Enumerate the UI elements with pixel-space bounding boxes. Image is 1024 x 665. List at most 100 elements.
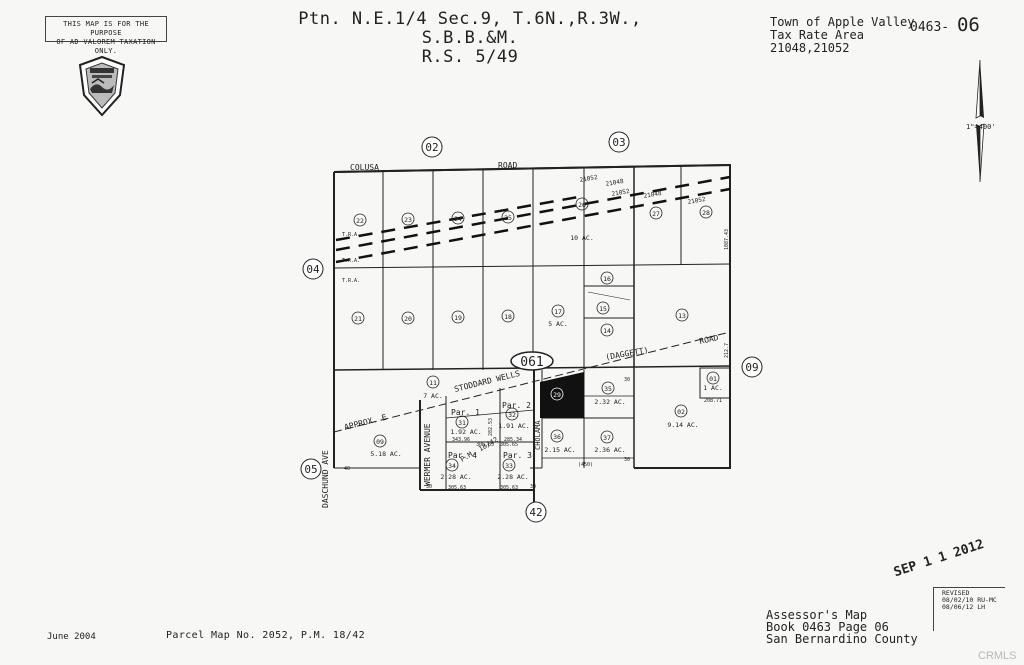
town-name: Town of Apple Valley [770, 15, 915, 29]
adjacent-maps [300, 131, 763, 523]
acreage-09: 5.18 AC. [370, 450, 401, 458]
dimension: 212.7 [724, 343, 730, 358]
parcel-28: 28 [702, 209, 710, 217]
parcel-25: 25 [504, 214, 512, 222]
dimension: 30 [530, 484, 536, 490]
acreage-33: 2.28 AC. [497, 473, 528, 481]
parcel-09: 09 [376, 438, 384, 446]
parcel-19: 19 [454, 314, 462, 322]
title-line-1: Ptn. N.E.1/4 Sec.9, T.6N.,R.3W., S.B.B.&… [298, 9, 642, 48]
dimension: 305.63 [448, 485, 466, 491]
parcel-29: 29 [553, 391, 561, 399]
dimension: 208.71 [704, 398, 722, 404]
road-wermer-avenue: WERMER AVENUE [423, 423, 432, 486]
map-book: 0463- [910, 20, 950, 35]
dimension: (450) [578, 462, 593, 468]
map-scale: 1"=400' [966, 123, 996, 131]
adjacent-map-09: 09 [745, 361, 758, 374]
adjacent-map-05: 05 [304, 463, 317, 476]
assessor-line-3: San Bernardino County [766, 632, 918, 646]
tra-label: 21052 [687, 196, 706, 206]
dimension: 285.34 [504, 437, 522, 443]
map-date: June 2004 [47, 632, 96, 642]
acreage-17: 5 AC. [548, 320, 568, 328]
par-4-label: Par. 4 [448, 451, 477, 460]
taxation-notice: THIS MAP IS FOR THE PURPOSE OF AD VALORE… [45, 16, 167, 55]
road-cholama: CHOLAMA [534, 420, 542, 450]
adjacent-map-42: 42 [529, 506, 542, 519]
acreage-11: 7 AC. [423, 392, 443, 400]
parcel-27: 27 [652, 210, 660, 218]
parcel-18: 18 [504, 313, 512, 321]
acreage-31: 1.92 AC. [450, 428, 481, 436]
tra-codes: 21048,21052 [770, 41, 850, 55]
road-daggett: (DAGGETT) [605, 346, 649, 362]
parcel-36: 36 [553, 433, 561, 441]
parcel-34: 34 [448, 462, 456, 470]
county-seal-icon [78, 55, 126, 117]
assessor-block: Assessor's Map Book 0463 Page 06 San Ber… [766, 609, 918, 645]
parcel-11: 11 [429, 379, 437, 387]
parcel-37: 37 [603, 434, 611, 442]
parcel-29-shaded [540, 372, 584, 418]
dimension: 305.63 [500, 485, 518, 491]
assessor-line-1: Assessor's Map [766, 608, 868, 622]
assessor-line-2: Book 0463 Page 06 [766, 620, 889, 634]
tra-label: T.R.A. [342, 258, 360, 264]
acreage-35: 2.32 AC. [594, 398, 625, 406]
map-title: Ptn. N.E.1/4 Sec.9, T.6N.,R.3W., S.B.B.&… [280, 10, 660, 67]
tra-label: T.R.A. [342, 232, 360, 238]
dimension: 30 [624, 457, 630, 463]
tra-label: 21048 [605, 178, 624, 188]
parcel-26: 26 [578, 201, 586, 209]
parcel-21: 21 [354, 315, 362, 323]
road-daschund-ave: DASCHUND AVE [321, 450, 330, 508]
tra-label: T.R.A. [342, 278, 360, 284]
adjacent-map-03: 03 [612, 136, 625, 149]
road-book-061: 061 [520, 355, 543, 370]
road-daggett-road: ROAD [699, 333, 720, 346]
parcel-16: 16 [603, 275, 611, 283]
tax-rate-area: Tax Rate Area [770, 28, 864, 42]
parcel-23: 23 [404, 216, 412, 224]
dimension: 1087.43 [724, 229, 730, 250]
parcel-01: 01 [709, 375, 717, 383]
road-book-oval [510, 351, 554, 371]
acreage-34: 2.28 AC. [440, 473, 471, 481]
acreage-26: 10 AC. [570, 234, 593, 242]
tra-boundary [335, 175, 731, 264]
road-colusa: COLUSA [350, 163, 379, 172]
parcel-17: 17 [554, 308, 562, 316]
parcel-map-reference: Parcel Map No. 2052, P.M. 18/42 [166, 630, 366, 641]
parcel-13: 13 [678, 312, 686, 320]
revision-2: 08/06/12 LH [942, 603, 986, 611]
tra-label: 21052 [611, 188, 630, 198]
parcel-33: 33 [505, 462, 513, 470]
dimension: 30 [624, 377, 630, 383]
parcel-14: 14 [603, 327, 611, 335]
road-stoddard-wells: STODDARD WELLS [453, 369, 521, 394]
dimension: 30 [426, 484, 432, 490]
par-2-label: Par. 2 [502, 401, 531, 410]
notice-line-2: OF AD VALOREM TAXATION ONLY. [56, 38, 156, 55]
acreage-02: 9.14 AC. [667, 421, 698, 429]
adjacent-map-02: 02 [425, 141, 438, 154]
parcel-15: 15 [599, 305, 607, 313]
acreage-36: 2.15 AC. [544, 446, 575, 454]
acreage-37: 2.36 AC. [594, 446, 625, 454]
acreage-01: 1 AC. [703, 384, 723, 392]
parcel-22: 22 [356, 217, 364, 225]
dimension: 305.65 [500, 442, 518, 448]
tra-label: 21052 [579, 174, 598, 184]
watermark: CRMLS [978, 650, 1017, 662]
dimension: 282.53 [488, 418, 494, 436]
revised-label: REVISED [942, 589, 970, 597]
parcel-35: 35 [604, 385, 612, 393]
tra-label: 21048 [643, 190, 662, 200]
adjacent-map-04: 04 [306, 263, 320, 276]
dimension: 305.65 [476, 442, 494, 448]
revision-box: REVISED 08/02/10 RU-MC 08/06/12 LH [933, 587, 1005, 631]
parcel-24: 24 [454, 215, 462, 223]
map-number: 0463- 06 [910, 14, 980, 36]
